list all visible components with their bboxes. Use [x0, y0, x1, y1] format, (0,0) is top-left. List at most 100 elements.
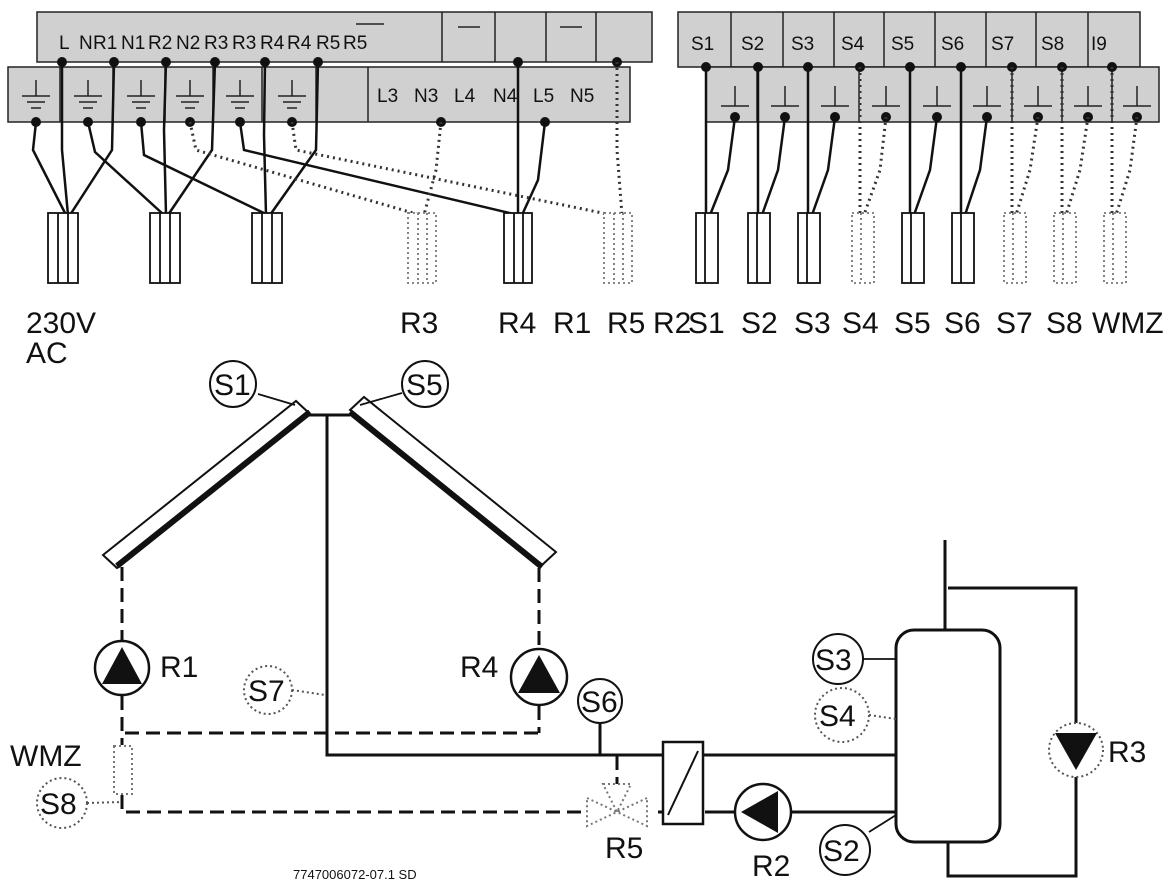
- plug-s2: [747, 212, 771, 284]
- connector-label: WMZ: [1092, 307, 1164, 340]
- sensor-label: S1: [214, 369, 251, 402]
- terminal-label: L5: [533, 86, 554, 107]
- heat-exchanger: [661, 740, 705, 826]
- terminal-label: R2: [148, 33, 172, 54]
- heat-meter: [113, 745, 133, 795]
- sensor-label: S4: [819, 700, 856, 733]
- plug-r3: [407, 212, 437, 284]
- pump-label: R3: [1108, 736, 1146, 769]
- connector-label: R5: [607, 307, 645, 340]
- connector-label: R3: [400, 307, 438, 340]
- terminal-label: R5: [343, 33, 367, 54]
- solar-collector-left: [101, 399, 312, 570]
- pump-label: R2: [752, 850, 790, 883]
- plug-s1: [695, 212, 719, 284]
- terminal-label: S6: [941, 34, 964, 55]
- right-wires: [704, 67, 989, 216]
- terminal-label: S3: [791, 34, 814, 55]
- sensor-s8: [36, 777, 88, 829]
- plug-r5: [603, 212, 633, 284]
- terminal-label: N4: [493, 86, 518, 107]
- terminal-label: R1: [93, 33, 117, 54]
- connector-plugs: [47, 212, 1127, 284]
- terminal-label: L3: [377, 86, 398, 107]
- connector-label: S6: [944, 307, 981, 340]
- sensor-label: S3: [815, 644, 852, 677]
- sensor-label: S8: [40, 788, 77, 821]
- three-way-valve: [586, 783, 648, 828]
- sensor-s4: [814, 687, 870, 743]
- sensor-label: S7: [248, 675, 285, 708]
- pump-r3: [1048, 722, 1104, 778]
- supply-label: 230V: [26, 307, 96, 340]
- pump-r4: [509, 647, 569, 707]
- connector-label: S4: [842, 307, 879, 340]
- solid-pipes: [305, 413, 1078, 878]
- sensor-label: S6: [581, 686, 618, 719]
- connector-label: S3: [794, 307, 831, 340]
- supply-label: AC: [26, 337, 68, 370]
- terminal-label: L4: [454, 86, 476, 107]
- plug-s8: [1053, 212, 1077, 284]
- plug-wmz: [1103, 212, 1127, 284]
- plug-r4: [503, 212, 533, 284]
- terminal-label: N: [79, 33, 93, 54]
- sensor-s3: [812, 633, 864, 685]
- connector-label: R2: [653, 307, 691, 340]
- sensor-label: S5: [406, 369, 443, 402]
- terminal-label: N1: [121, 33, 145, 54]
- dotted-wires: [188, 62, 624, 217]
- plug-r2: [251, 212, 283, 284]
- plug-s6: [951, 212, 975, 284]
- terminal-label: R4: [260, 33, 285, 54]
- sensor-leaders: [257, 392, 897, 833]
- connector-label: S8: [1046, 307, 1083, 340]
- sensor-s1: [209, 360, 257, 408]
- terminal-label: N2: [176, 33, 200, 54]
- left-terminal-block: L N R1 N1 R2 N2 R3 R3 R4 R4 R5 R5 L3 N3 …: [7, 11, 653, 127]
- terminal-label: R4: [287, 33, 312, 54]
- solar-collector-right: [348, 395, 558, 570]
- terminal-label: R5: [316, 33, 340, 54]
- terminal-label: S4: [841, 34, 865, 55]
- terminal-label: S5: [891, 34, 914, 55]
- terminal-label: R3: [204, 33, 228, 54]
- drawing-code: 7747006072-07.1 SD: [293, 867, 417, 882]
- terminal-label: N3: [414, 86, 438, 107]
- plug-230v: [47, 212, 79, 284]
- connector-label: S2: [741, 307, 778, 340]
- terminal-label: S7: [991, 34, 1014, 55]
- plug-s7: [1003, 212, 1027, 284]
- wires: [31, 61, 547, 217]
- terminal-label: S8: [1041, 34, 1064, 55]
- connector-label: S1: [688, 307, 725, 340]
- pump-label: R1: [160, 651, 198, 684]
- terminal-label: L: [59, 33, 70, 54]
- right-terminal-block: S1 S2 S3 S4 S5 S6 S7 S8 I9: [677, 11, 1160, 123]
- sensor-s2: [819, 824, 871, 876]
- sensor-leaders-dotted: [86, 689, 897, 804]
- plug-s5: [901, 212, 925, 284]
- connector-label: R1: [553, 307, 591, 340]
- storage-tank: [894, 628, 1002, 844]
- terminal-label: S1: [691, 34, 714, 55]
- right-dotted-wires: [858, 67, 1139, 216]
- sensor-label: S2: [823, 835, 860, 868]
- connector-label: S5: [894, 307, 931, 340]
- plug-r1: [149, 212, 181, 284]
- sensor-s5: [401, 360, 449, 408]
- terminal-label: I9: [1091, 34, 1107, 55]
- pump-r2: [733, 782, 793, 842]
- plug-s4: [851, 212, 875, 284]
- terminal-label: S2: [741, 34, 764, 55]
- pump-r1: [93, 639, 151, 697]
- pump-label: R4: [460, 651, 498, 684]
- connector-label: R4: [498, 307, 536, 340]
- terminal-label: R3: [232, 33, 256, 54]
- valve-label: R5: [605, 832, 643, 865]
- terminal-label: N5: [570, 86, 594, 107]
- sensor-s6: [577, 678, 623, 724]
- plug-s3: [797, 212, 821, 284]
- dashed-pipes: [120, 567, 896, 814]
